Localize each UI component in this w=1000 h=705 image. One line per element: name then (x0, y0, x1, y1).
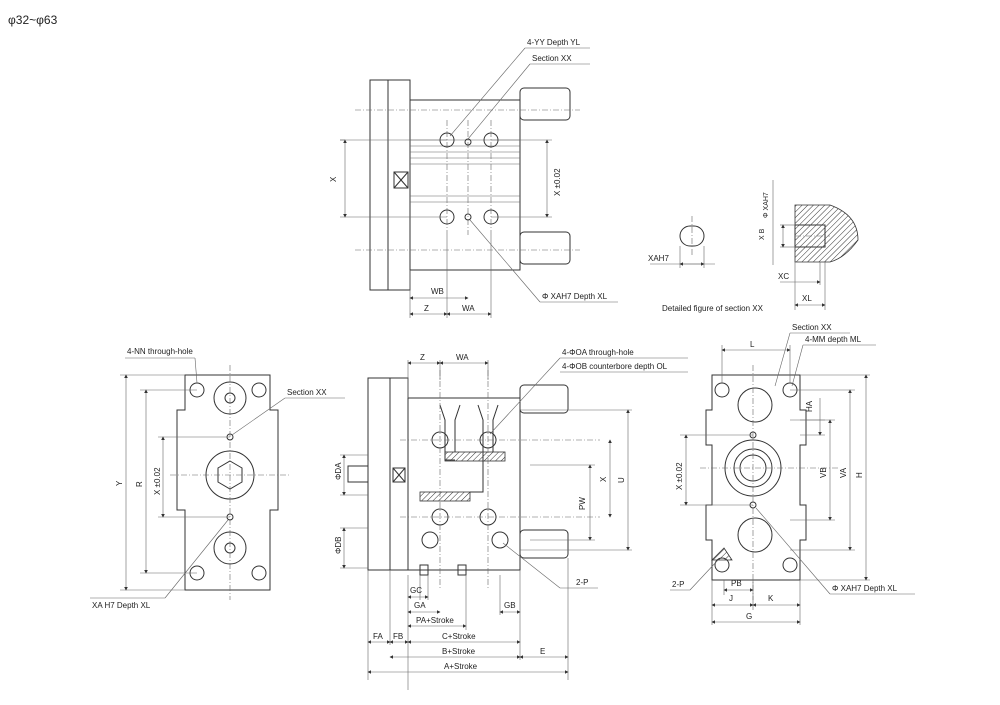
top-guide-rod-lower (519, 231, 571, 265)
front-dim-gc: GC (410, 586, 422, 595)
front-port (347, 465, 369, 483)
top-view: X X ±0.02 WB Z WA 4-YY Depth YL Section … (329, 38, 618, 318)
left-body-outline (176, 374, 279, 591)
top-dim-x-tol: X ±0.02 (553, 168, 562, 196)
right-dim-ha: HA (805, 400, 814, 412)
front-dim-gb: GB (504, 601, 516, 610)
drawing-title: φ32~φ63 (8, 13, 58, 27)
left-callout-section: Section XX (287, 388, 327, 397)
top-callout-section: Section XX (532, 54, 572, 63)
front-dim-z: Z (420, 353, 425, 362)
right-callout-mm: 4-MM depth ML (805, 335, 862, 344)
left-view: Y R X ±0.02 4-NN through-hole Section XX… (90, 347, 345, 610)
right-view: L Section XX 4-MM depth ML HA VB VA H X … (670, 323, 915, 625)
left-dim-y: Y (115, 480, 124, 486)
right-dim-pb: PB (731, 579, 742, 588)
top-dim-x: X (329, 176, 338, 182)
front-dim-wa: WA (456, 353, 469, 362)
front-dim-fb: FB (393, 632, 403, 641)
right-callout-xa: Φ XAH7 Depth XL (832, 584, 898, 593)
front-end-plate (367, 377, 391, 571)
front-dim-u: U (617, 477, 626, 483)
front-dim-x: X (599, 476, 608, 482)
right-dim-x-tol: X ±0.02 (675, 462, 684, 490)
right-dim-j: J (729, 594, 733, 603)
front-dim-phi-db: ΦDB (334, 537, 343, 555)
front-dim-pa: PA+Stroke (416, 616, 454, 625)
front-dim-a: A+Stroke (444, 662, 478, 671)
right-rod-upper (737, 387, 773, 423)
top-dim-wa: WA (462, 304, 475, 313)
right-dim-vb: VB (819, 467, 828, 478)
detail-dim-xc: XC (778, 272, 789, 281)
front-dim-pw: PW (578, 497, 587, 510)
detail-dim-xb: X B (759, 228, 766, 240)
right-callout-p: 2-P (672, 580, 684, 589)
top-guide-rod-upper (519, 87, 571, 121)
top-dim-z: Z (424, 304, 429, 313)
front-dim-ga: GA (414, 601, 426, 610)
right-dim-h: H (855, 472, 864, 478)
front-dim-e: E (540, 647, 545, 656)
front-dim-b: B+Stroke (442, 647, 476, 656)
top-port (393, 171, 409, 189)
detail-caption: Detailed figure of section XX (662, 304, 764, 313)
front-callout-p: 2-P (576, 578, 588, 587)
front-hatch-lower (419, 491, 471, 502)
right-dim-g: G (746, 612, 752, 621)
top-cylinder-body (409, 99, 521, 271)
detail-section-hatch (794, 204, 859, 263)
front-callout-ob: 4-ΦOB counterbore depth OL (562, 362, 668, 371)
detail-dim-phi-xah7: Φ XAH7 (763, 192, 770, 218)
left-callout-nn: 4-NN through-hole (127, 347, 193, 356)
top-end-plate (369, 79, 411, 291)
top-callout-xa: Φ XAH7 Depth XL (542, 292, 608, 301)
right-rod-lower (737, 517, 773, 553)
right-dim-va: VA (839, 467, 848, 478)
right-dim-l: L (750, 340, 755, 349)
front-dim-phi-da: ΦDA (334, 462, 343, 480)
top-callout-yy: 4-YY Depth YL (527, 38, 581, 47)
front-cylinder-body (407, 397, 521, 571)
front-view: Z WA 4-ΦOA through-hole 4-ΦOB counterbor… (334, 348, 688, 690)
front-dim-c: C+Stroke (442, 632, 476, 641)
detail-dim-xl: XL (802, 294, 812, 303)
detail-dim-xah7: XAH7 (648, 254, 669, 263)
front-callout-oa: 4-ΦOA through-hole (562, 348, 634, 357)
section-detail: XAH7 X B Φ XAH7 XC XL Detailed figure of… (648, 180, 859, 313)
left-dim-r: R (135, 481, 144, 487)
right-dim-k: K (768, 594, 774, 603)
left-callout-xa: XA H7 Depth XL (92, 601, 151, 610)
front-dim-fa: FA (373, 632, 383, 641)
right-callout-section: Section XX (792, 323, 832, 332)
left-dim-x-tol: X ±0.02 (153, 467, 162, 495)
top-dim-wb: WB (431, 287, 444, 296)
right-body-outline (705, 374, 807, 581)
